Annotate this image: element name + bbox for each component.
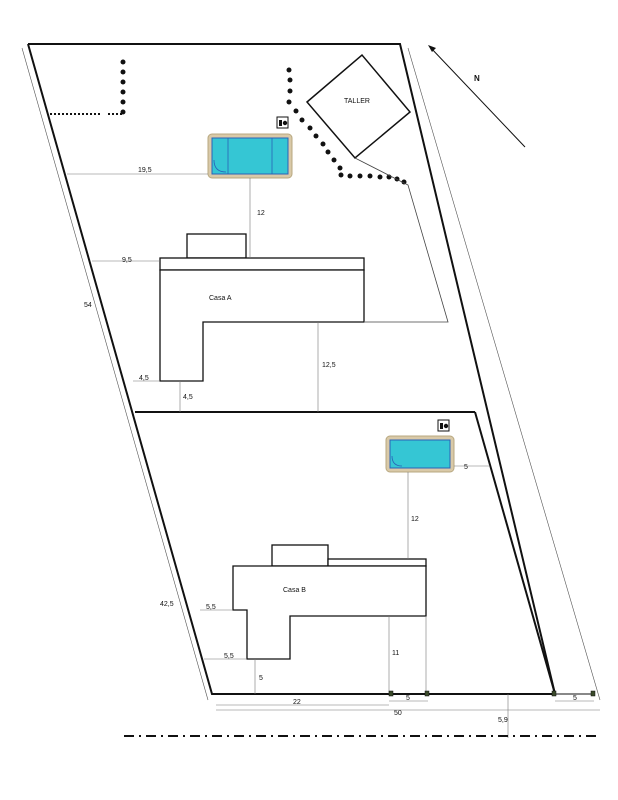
dim-12-b: 12: [411, 516, 419, 523]
dim-19-5: 19,5: [138, 167, 152, 174]
dim-42-5: 42,5: [160, 601, 174, 608]
dim-5-mid: 5: [406, 695, 410, 702]
dim-12-5: 12,5: [322, 362, 336, 369]
north-arrow: N: [428, 45, 526, 148]
dim-5-5-bottom: 5,5: [224, 653, 234, 660]
dim-12-a: 12: [257, 210, 265, 217]
dim-5-under-b: 5: [259, 675, 263, 682]
pool-b: [385, 435, 455, 473]
dim-9-5: 9,5: [122, 257, 132, 264]
taller-access-line: [354, 157, 449, 323]
north-label: N: [474, 74, 480, 83]
taller-building: [305, 53, 412, 160]
taller-label: TALLER: [344, 98, 370, 105]
dim-22: 22: [293, 699, 301, 706]
dim-4-5-bottom: 4,5: [183, 394, 193, 401]
dim-50: 50: [394, 710, 402, 717]
dim-5-pool-b: 5: [464, 464, 468, 471]
dim-5-right: 5: [573, 695, 577, 702]
dim-4-5-left: 4,5: [139, 375, 149, 382]
dim-5-9: 5,9: [498, 717, 508, 724]
dim-5-5-top: 5,5: [206, 604, 216, 611]
boundary-offset-lines: [21, 47, 601, 701]
pool-a: [207, 133, 293, 179]
dim-11: 11: [392, 650, 399, 657]
casa-a-label: Casa A: [209, 295, 232, 302]
pool-equipment-icon-b: [437, 419, 450, 432]
dim-54: 54: [84, 302, 92, 309]
dimension-lines: [67, 173, 600, 738]
casa-a-building: [159, 233, 365, 382]
hedge-dots-left: [120, 59, 126, 115]
casa-b-label: Casa B: [283, 587, 306, 594]
pool-equipment-icon-a: [276, 116, 289, 129]
casa-b-building: [232, 544, 427, 660]
